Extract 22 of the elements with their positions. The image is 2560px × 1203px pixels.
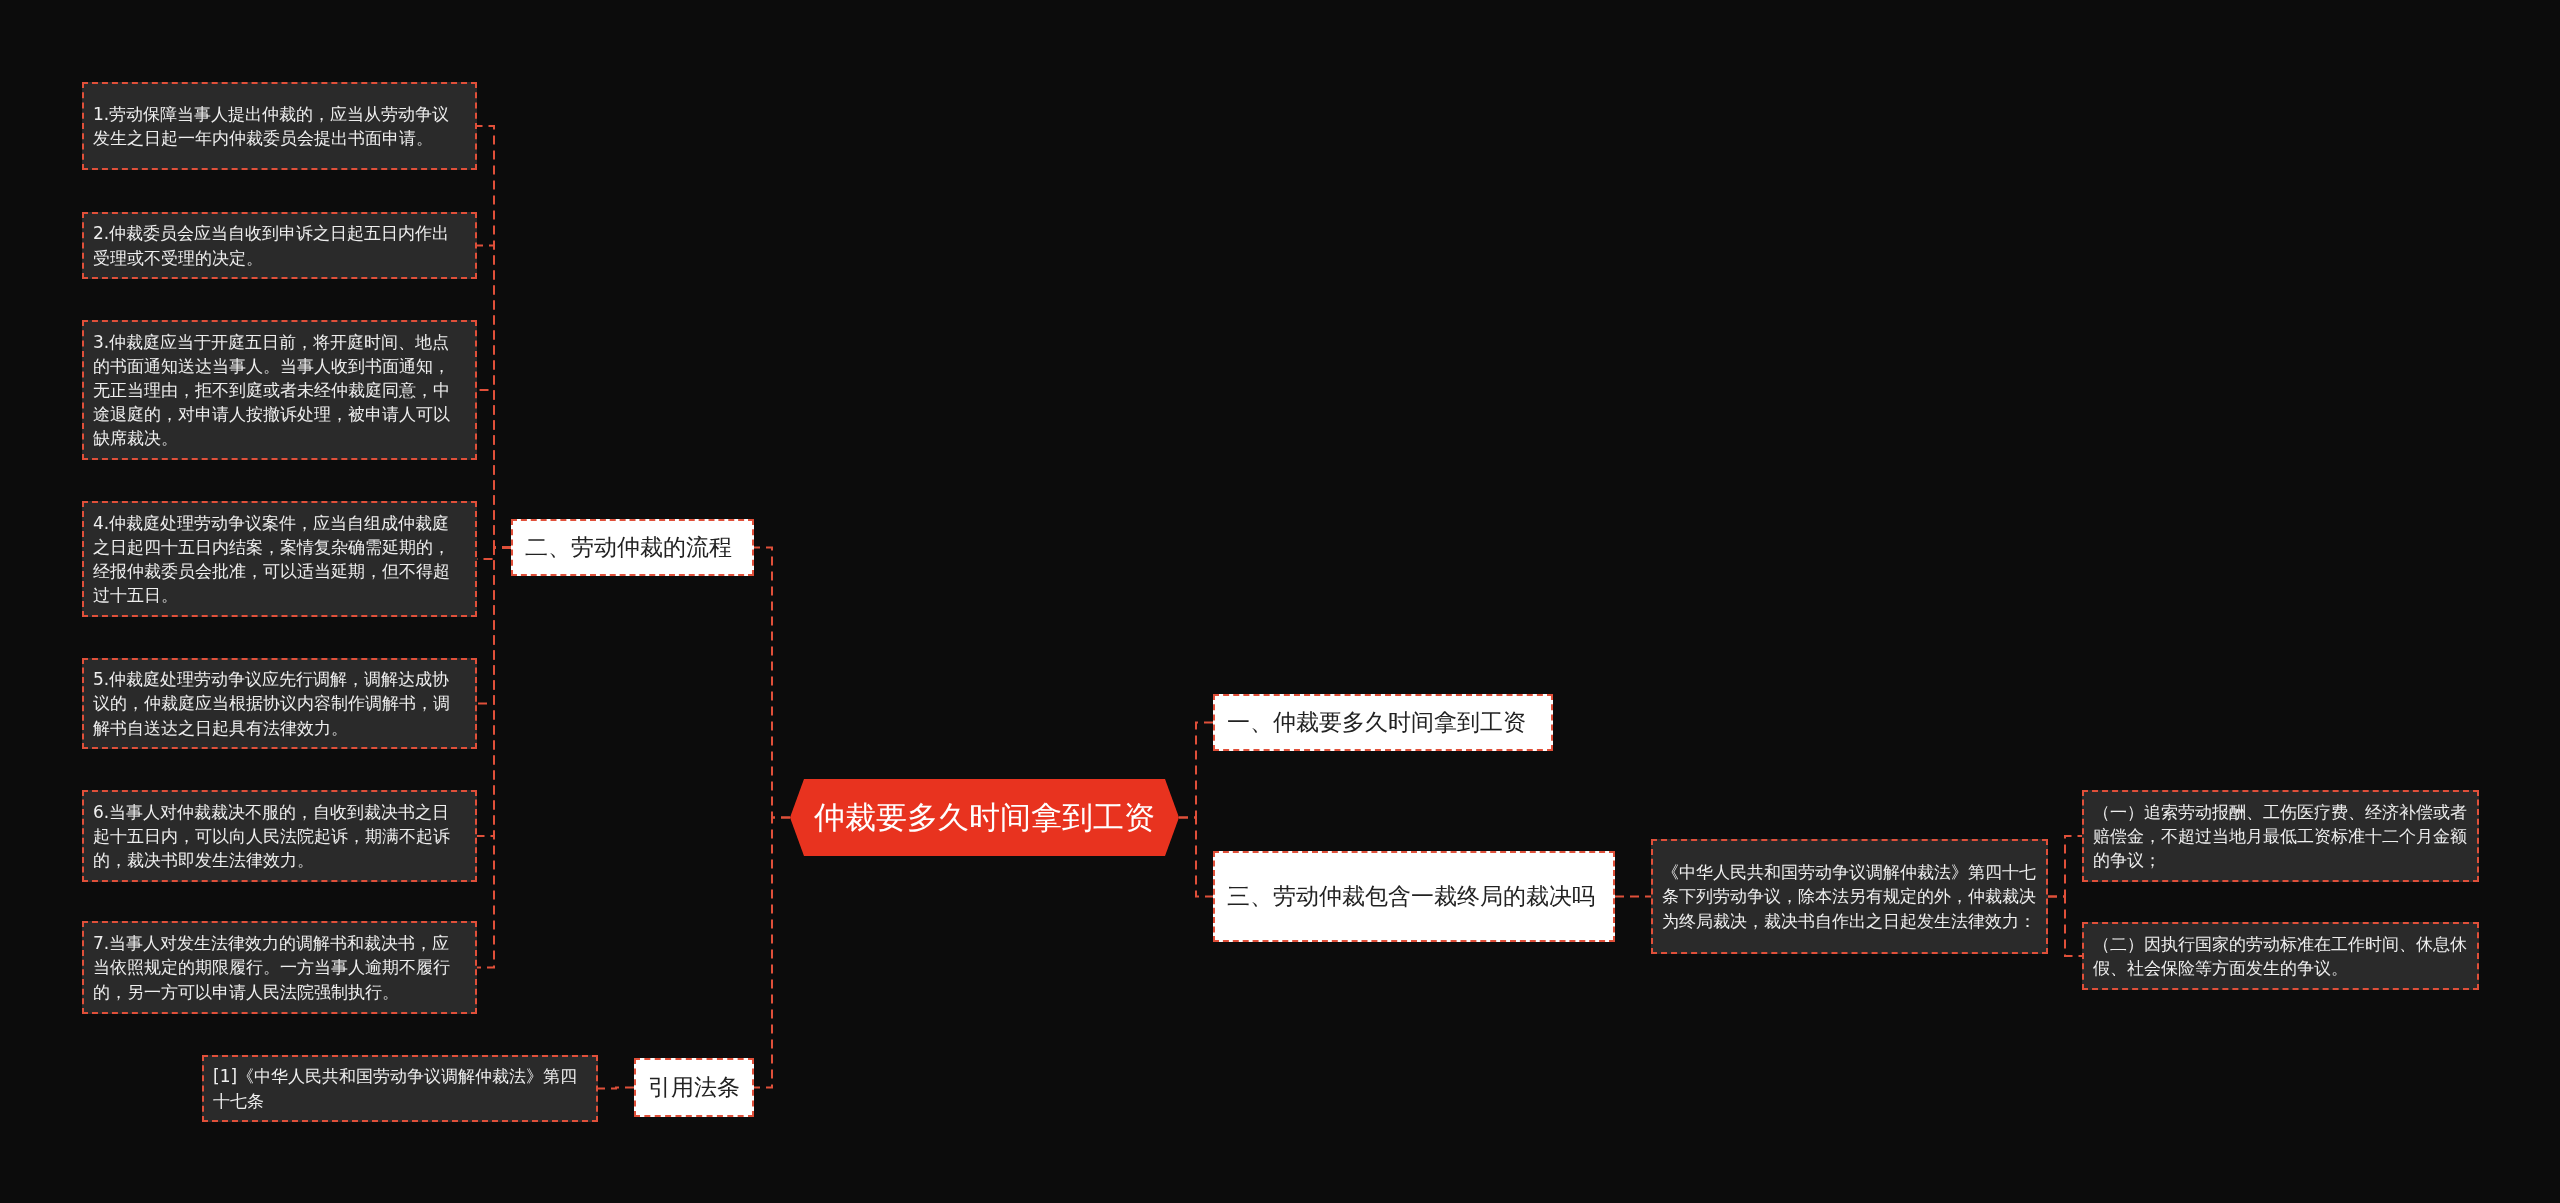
topic-title: 仲裁要多久时间拿到工资: [814, 797, 1155, 837]
note-box: 6.当事人对仲裁裁决不服的，自收到裁决书之日起十五日内，可以向人民法院起诉，期满不起诉的，裁决书即发生法律效力。: [82, 790, 477, 882]
topic-box: 三、劳动仲裁包含一裁终局的裁决吗: [1213, 851, 1615, 942]
note-box: 《中华人民共和国劳动争议调解仲裁法》第四十七条下列劳动争议，除本法另有规定的外，仲裁裁决为终局裁决，裁决书自作出之日起发生法律效力：: [1651, 839, 2048, 954]
note-box: 3.仲裁庭应当于开庭五日前，将开庭时间、地点的书面通知送达当事人。当事人收到书面通知，无正当理由，拒不到庭或者未经仲裁庭同意，中途退庭的，对申请人按撤诉处理，被申请人可以缺席裁决。: [82, 320, 477, 460]
note-box: 2.仲裁委员会应当自收到申诉之日起五日内作出受理或不受理的决定。: [82, 212, 477, 279]
note-box: 4.仲裁庭处理劳动争议案件，应当自组成仲裁庭之日起四十五日内结案，案情复杂确需延期的，经报仲裁委员会批准，可以适当延期，但不得超过十五日。: [82, 501, 477, 617]
topic-box: 一、仲裁要多久时间拿到工资: [1213, 694, 1553, 751]
connector: [1614, 895, 1652, 898]
connector: [753, 816, 791, 1089]
note-box: 5.仲裁庭处理劳动争议应先行调解，调解达成协议的，仲裁庭应当根据协议内容制作调解书，调解书自送达之日起具有法律效力。: [82, 658, 477, 749]
topic-hexagon: [790, 779, 1179, 856]
connector: [597, 1086, 635, 1090]
note-box: （二）因执行国家的劳动标准在工作时间、休息休假、社会保险等方面发生的争议。: [2082, 922, 2479, 990]
topic-box: 引用法条: [634, 1058, 754, 1117]
note-box: 1.劳动保障当事人提出仲裁的，应当从劳动争议发生之日起一年内仲裁委员会提出书面申请。: [82, 82, 477, 170]
note-box: 7.当事人对发生法律效力的调解书和裁决书，应当依照规定的期限履行。一方当事人逾期不履行的，另一方可以申请人民法院强制执行。: [82, 921, 477, 1014]
note-box: [1]《中华人民共和国劳动争议调解仲裁法》第四十七条: [202, 1055, 598, 1122]
connector: [1178, 816, 1214, 898]
connector: [2047, 895, 2083, 957]
note-box: （一）追索劳动报酬、工伤医疗费、经济补偿或者赔偿金，不超过当地月最低工资标准十二个月金额的争议；: [2082, 790, 2479, 882]
topic-box: 二、劳动仲裁的流程: [511, 519, 754, 576]
